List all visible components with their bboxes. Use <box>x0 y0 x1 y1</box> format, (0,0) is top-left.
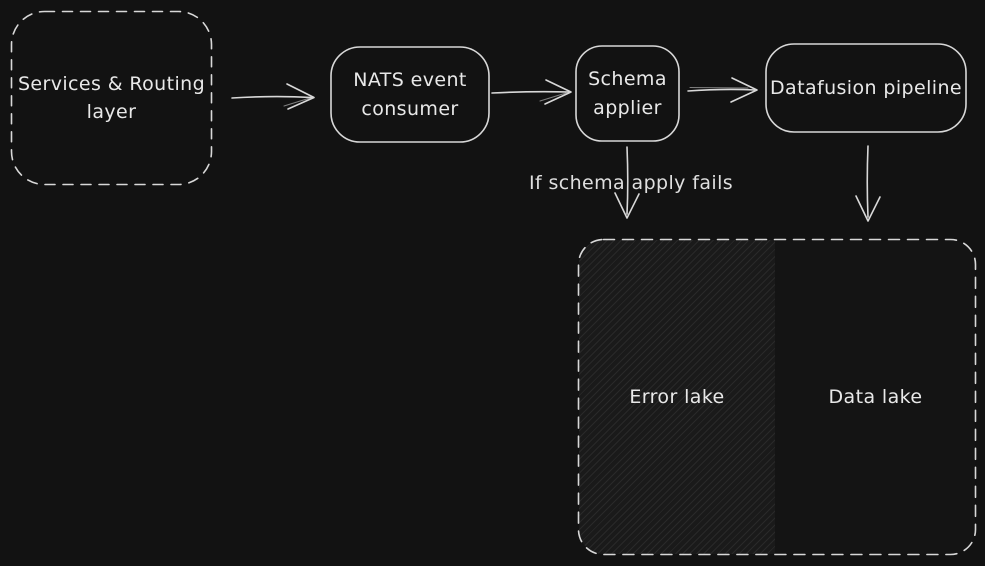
node-schema-applier-label: Schema applier <box>588 68 667 119</box>
data-lake-label: Data lake <box>828 385 923 408</box>
error-lake-label: Error lake <box>629 385 725 408</box>
arrow-services-to-nats <box>231 83 315 110</box>
node-nats-consumer-label: NATS event consumer <box>353 69 467 120</box>
edge-annotation-schema-fail: If schema apply fails <box>528 172 734 194</box>
arrow-nats-to-schema <box>491 79 572 105</box>
node-datafusion-pipeline-label: Datafusion pipeline <box>770 76 962 99</box>
arrow-schema-to-datafusion <box>687 77 758 103</box>
arrow-datafusion-to-data-lake <box>855 145 881 222</box>
node-services-routing-label: Services & Routing layer <box>17 72 206 124</box>
